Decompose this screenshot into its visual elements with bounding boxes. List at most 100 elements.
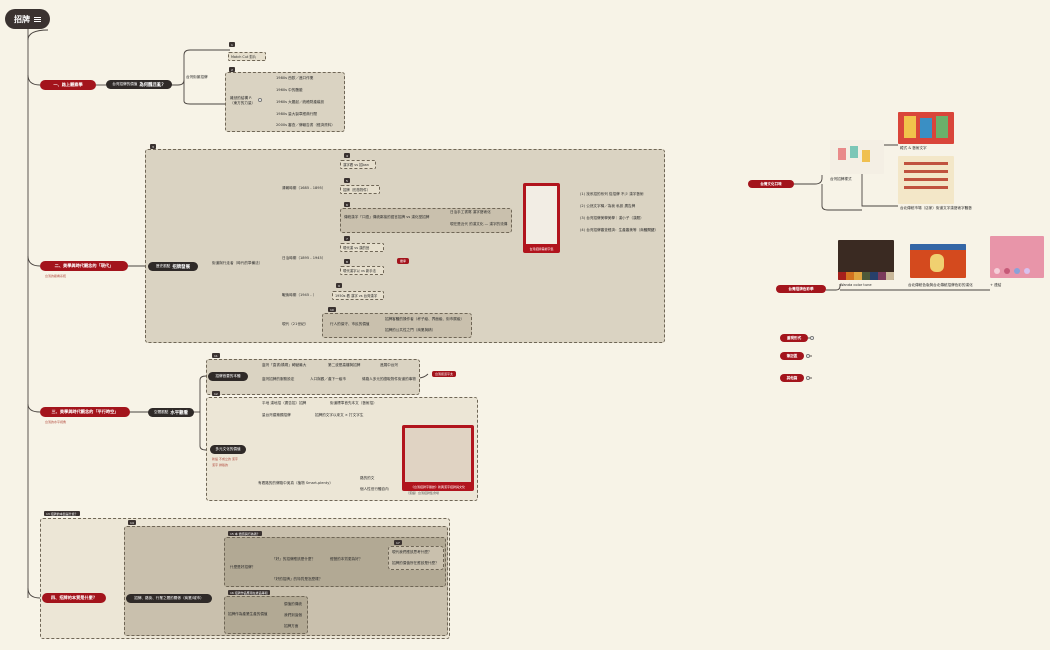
s3-c3-sub-0: 路的的文 xyxy=(360,476,375,480)
s2-list-0: (1) 找系招的系列 從招牌 不少 漢字藝術 xyxy=(580,192,644,196)
s2-e5-item[interactable]: 招牌（形態物件） xyxy=(340,185,380,194)
s3-note: 台灣的水平視角 xyxy=(45,420,67,424)
s1-n2-item-0: 1980s 西歐／進口作業 xyxy=(276,76,314,80)
s3-c1-0: 平地 漢地招（廣告招）招牌 xyxy=(262,401,307,405)
s2-e5: 5 xyxy=(344,178,350,183)
s4-q3-sub-1: 我們到這個 xyxy=(284,613,302,617)
s3-hub12[interactable]: 多元文化的價值 xyxy=(210,445,246,454)
culture-image-2 xyxy=(898,112,954,144)
s1-question-b: 為何醜且亂？ xyxy=(139,82,166,88)
s2-j8-item[interactable]: 現代漢字以 vs 新手法 xyxy=(340,266,384,275)
s1-question-a: 台灣招牌的價值 xyxy=(112,82,138,86)
s4-q3: 招牌作為產業生產的價值 xyxy=(228,612,268,616)
s3-box11 xyxy=(206,359,420,395)
s3-r1-2: 進展中台灣 xyxy=(380,363,398,367)
s2-list-3: (4) 台灣招牌審查經濟：生產審美等（商體關鍵） xyxy=(580,228,659,232)
s2-postwar: 戰後時期（1945 - ） xyxy=(282,293,317,297)
s2-box xyxy=(145,149,665,343)
s2-e6-item: 傳統漢字「口語」傳統鄰接的語言招牌 vs 漢化型招牌 xyxy=(344,215,430,219)
s2-j7: 7 xyxy=(344,236,350,241)
s2-card-caption: 台灣招牌美術字集 xyxy=(529,247,554,251)
s1-n2-item-1: 1960s 中的醜臉 xyxy=(276,88,303,92)
s2-j7-item[interactable]: 現代漢 vs 漢的藝 xyxy=(340,243,384,252)
section-2-title[interactable]: 二、美學與時代觀念的「現代」 xyxy=(40,261,128,271)
s2-hub-b: 招牌發展 xyxy=(172,264,190,270)
color-node[interactable]: 台灣招牌色彩學 xyxy=(776,285,826,293)
s1-n1-item[interactable]: Match Cut 剪片 xyxy=(228,52,266,61)
culture-sub-0: 台灣招牌樣式 xyxy=(830,177,852,181)
s4-n15: 15 本 價值與行為者？ xyxy=(228,531,262,536)
s2-j-tag[interactable]: 繼承 xyxy=(397,258,410,264)
culture-sub-2: 台北傳統市場（店家）街道文字漢藝術字體藝 xyxy=(900,206,972,210)
color-image-1 xyxy=(838,240,894,280)
collapse-icon[interactable] xyxy=(258,98,262,102)
s2-e6: 6 xyxy=(344,202,350,207)
pill-3[interactable]: 其他篇 xyxy=(780,374,804,382)
s3-r1-1: 第二波是高樓與招牌 xyxy=(328,363,361,367)
s1-n2-item-2: 1960s 大躍起／統稿財產裝設 xyxy=(276,100,325,104)
root-node[interactable]: 招牌 xyxy=(5,9,50,29)
s3-n12: 12 xyxy=(212,391,220,396)
s1-n2-item-4: 2000s 審查／牌報告書（經濟資料） xyxy=(276,123,335,127)
s2-hub[interactable]: 歷史觀點招牌發展 xyxy=(148,262,198,271)
s4-q1d-1: 招牌的價值所在應該是什麼？ xyxy=(392,561,439,565)
s3-c3-sub-1: 個人性但行體自內 xyxy=(360,487,389,491)
section-3-title[interactable]: 三、美學與時代觀念的「平行時空」 xyxy=(40,407,130,417)
s2-e4-item[interactable]: 漢字看 vs 招ban xyxy=(340,160,376,169)
s3-hub12-note2: 漢字 排版的 xyxy=(212,463,228,467)
s1-box2 xyxy=(225,72,345,132)
pill-3-expand-icon[interactable] xyxy=(806,376,810,380)
pill-2[interactable]: 筆記區 xyxy=(780,352,804,360)
culture-image-1 xyxy=(830,140,884,174)
s3-c2-0: 量台灣建築顯招牌 xyxy=(262,413,291,417)
s3-r1-0: 臺灣「直書/橫寫」轉變最大 xyxy=(262,363,307,367)
s3-hub12-note1: 新設 不成立的 漢字 xyxy=(212,457,238,461)
s3-c3: 有看路的的牌路中吳真（植物 Smart-plenty） xyxy=(258,481,333,485)
s2-m10: 10 xyxy=(328,307,336,312)
s4-q3-sub-0: 價值的傳統 xyxy=(284,602,302,606)
s2-hub-desc: 街道與行走者（時代的準備法） xyxy=(212,261,263,265)
s2-e6-sub-0: 日治手工書寫 漢字藝術化 xyxy=(450,210,491,214)
s3-card-note: （漢語）台灣招牌集會場 xyxy=(406,491,440,495)
menu-icon[interactable] xyxy=(34,16,41,22)
book-cover-image xyxy=(526,186,557,244)
s3-hub[interactable]: 空間觀點水平觀看 xyxy=(148,408,194,417)
s3-c1-1: 街道標準首先本文（藝術招） xyxy=(330,401,377,405)
s4-hub[interactable]: 招牌、路街、行業之間的關係（商業/城市） xyxy=(126,594,212,603)
s2-hub-a: 歷史觀點 xyxy=(156,264,171,268)
pill-1[interactable]: 重現形式 xyxy=(780,334,808,342)
s2-e6-sub-1: 現在是近代 的漢文化 — 漢字的流傳 xyxy=(450,222,508,226)
s1-question[interactable]: 台灣招牌的價值為何醜且亂？ xyxy=(106,80,172,89)
s4-n13: 13 招牌的本質是什麼？ xyxy=(44,511,80,516)
s2-m10-box xyxy=(322,313,472,338)
section-1-title[interactable]: 一、路上觀察學 xyxy=(40,80,96,90)
s2-e4: 4 xyxy=(344,153,350,158)
section-4-title[interactable]: 四、招牌的本質是什麼？ xyxy=(42,593,106,603)
s2-m10-sub-0: 招牌客體的操作者（杯子級、界面級、街市層級） xyxy=(385,317,465,321)
s4-box17 xyxy=(388,546,444,570)
color-sub-1: 台北傳統色版與台北傳統招牌色彩的漢化 xyxy=(908,283,973,287)
s3-hub-b: 水平觀看 xyxy=(170,410,188,416)
color-image-3 xyxy=(990,236,1044,278)
s1-n2: 2 xyxy=(229,67,235,72)
s2-book-card[interactable]: 台灣招牌美術字集 xyxy=(523,183,560,253)
s3-c2-1: 招牌的文字以來文 × 打文字生 xyxy=(315,413,364,417)
s4-q2: 「好的招牌」的特質是怎麼樣？ xyxy=(272,577,323,581)
s3-r2-0: 臺灣招牌的服務設定 xyxy=(262,377,295,381)
s1-n2-branch: 雜然的結構 P. （東方的力量） xyxy=(230,96,256,106)
s3-book-card[interactable]: 《台灣招牌字體誌》新興漢字招牌與文化 xyxy=(402,425,474,491)
pill-1-expand-icon[interactable] xyxy=(810,336,814,340)
s3-hub-a: 空間觀點 xyxy=(154,410,169,414)
s1-n2-item-3: 1980s 量大製章經典行間 xyxy=(276,112,317,116)
culture-node[interactable]: 台灣文化口味 xyxy=(748,180,794,188)
s4-q1b: 經營的本質更為好？ xyxy=(330,557,363,561)
s2-m10-item: 行人的保守、市民的價值 xyxy=(330,322,370,326)
s3-r-tag[interactable]: 台灣街道平太 xyxy=(432,371,457,377)
pill-2-expand-icon[interactable] xyxy=(806,354,810,358)
s2-p9-item[interactable]: 1950s 看 漢字 vs 台灣漢字 xyxy=(332,291,384,300)
s2-p9: 9 xyxy=(336,283,342,288)
s2-m10-sub-1: 招牌的公共性之門（商業與精） xyxy=(385,328,436,332)
s3-hub11[interactable]: 招牌首要的本體 xyxy=(208,372,248,381)
color-image-2 xyxy=(910,244,966,278)
s4-q1a: 「好」的招牌應該是什麼？ xyxy=(272,557,316,561)
